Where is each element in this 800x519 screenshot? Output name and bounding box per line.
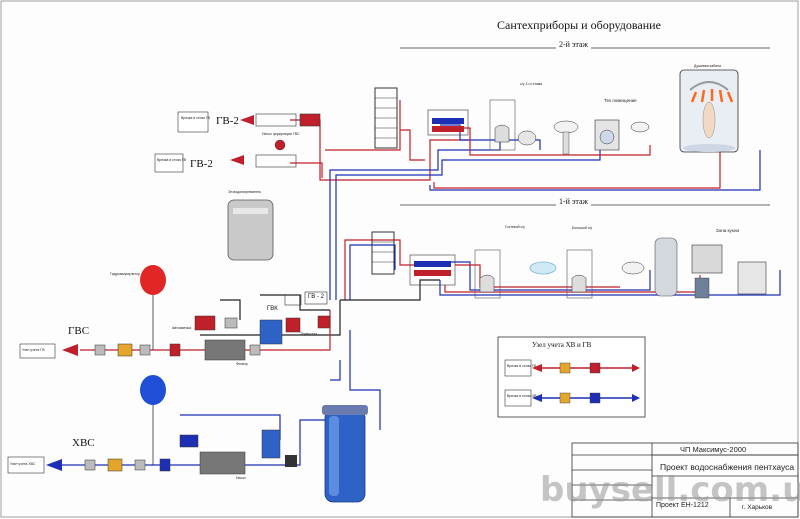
stamp-company: ЧП Максимус-2000 (680, 445, 747, 454)
bidet-icon (517, 130, 537, 146)
arrow-gvs-icon (62, 344, 78, 356)
guest-su-label: Гостевой с/у (505, 225, 526, 229)
toilet-guest-icon (474, 249, 501, 299)
gv2-pipe-label: ГВ - 2 (308, 294, 324, 300)
heater-label: Эл.водонагреватель (228, 190, 262, 194)
auto-label: Автоматика (172, 326, 192, 330)
tech-room-label: Тех помещение (604, 98, 637, 103)
sink-guest-icon (529, 261, 557, 275)
title-block (571, 442, 799, 518)
tank-hot-icon (140, 265, 166, 295)
floor-1-label: 1-й этаж (556, 197, 592, 206)
circ-pump-label: Насос циркуляции ГВС (262, 132, 300, 136)
kitchen-label: Зона кухни (716, 228, 739, 233)
floor-1-fixtures (371, 231, 767, 299)
collector-upper-icon (427, 109, 469, 136)
tank-cold-icon (140, 375, 166, 405)
toilet-upper-icon (489, 99, 516, 151)
water-heater-icon (227, 199, 274, 261)
stamp-project: Проект водоснабжения пентхауса (660, 462, 795, 472)
arrow-hvs-icon (46, 459, 62, 471)
toilet-big-icon (566, 249, 593, 299)
collector-lower-icon (409, 254, 456, 286)
node-riser-hv-label: Врезка в стояк ХВ (507, 394, 537, 398)
floor-2-fixtures (374, 69, 739, 155)
tank-label: Гидроаккумулятор (110, 272, 140, 276)
meter-hv-box: Узел учета ХВС (10, 462, 36, 466)
filter-label: Фильтр (236, 362, 248, 366)
gv2-top-label: ГВ-2 (216, 115, 239, 127)
bathtub-icon (654, 237, 678, 297)
kitchen-sink-icon (691, 244, 723, 274)
gvs-label: ГВС (68, 325, 90, 337)
arrow-gv2-top-icon (240, 115, 254, 125)
big-su-label: Большой с/у (572, 226, 593, 230)
riser-gv-box-mid: Врезка в стояк ГВ (157, 158, 187, 162)
kitchen-filter-icon (694, 277, 710, 299)
circ-pump-icon (274, 139, 286, 151)
pump-label: Насос (236, 476, 246, 480)
stamp-city: г. Харьков (742, 504, 773, 511)
sink-big-icon (621, 261, 645, 275)
thermostat-label: Термостат (300, 332, 317, 336)
diagram-title: Сантехприборы и оборудование (497, 18, 661, 32)
meter-node-schematic (504, 359, 640, 407)
arrow-gv2-mid-icon (230, 155, 244, 165)
cold-line-fittings (84, 429, 297, 475)
dishwasher-icon (737, 261, 767, 295)
hvs-label: ХВС (72, 437, 95, 449)
towel-rail-lower-icon (371, 231, 395, 275)
gvk-label: ГВК (267, 306, 278, 312)
floor-2-label: 2-й этаж (556, 40, 592, 49)
gv2-mid-label: ГВ-2 (190, 158, 213, 170)
node-riser-gv-label: Врезка в стояк ГВ (507, 364, 537, 368)
riser-gv-box-top: Врезка в стояк ГВ (181, 116, 211, 120)
su2-label: с/у 2-го этажа (520, 82, 543, 86)
sink-tech-icon (630, 121, 650, 133)
stamp-code: Проект ЕН-1212 (656, 502, 709, 509)
meter-node-title: Узел учета ХВ и ГВ (532, 341, 592, 349)
shower-label: Душевая кабина (694, 64, 721, 68)
sink-upper-icon (553, 120, 579, 134)
watermark: buysell.com.ua (540, 470, 800, 510)
meter-gv-box: Узел учета ГВ (22, 348, 45, 352)
hot-line-fittings (94, 291, 331, 361)
